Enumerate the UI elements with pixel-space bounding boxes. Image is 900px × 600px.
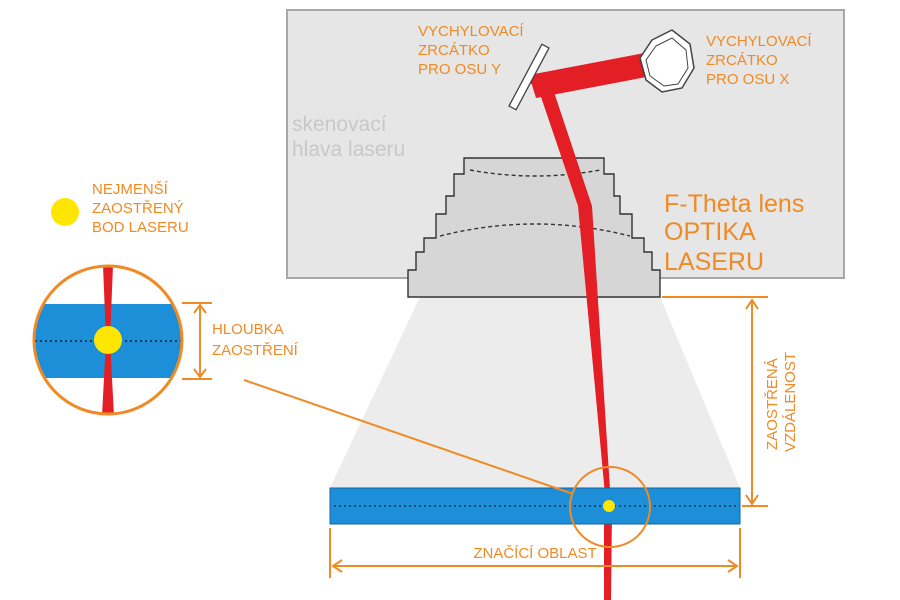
zoom-connector-line: [243, 379, 574, 495]
lens-curve-upper: [469, 169, 601, 177]
focus-magnifier-ring: [569, 466, 651, 548]
label-marking-area: ZNAČÍCÍ OBLAST: [473, 545, 596, 562]
lens-curve-lower: [439, 223, 631, 237]
label-smallest-spot: NEJMENŠÍ ZAOSTŘENÝ BOD LASERU: [92, 181, 189, 236]
mirror-x-inner: [645, 37, 689, 87]
laser-beam-horizontal: [529, 51, 662, 98]
legend-focus-dot: [51, 198, 79, 226]
label-focal-distance: ZAOSTŘENÁ VZDÁLENOST: [764, 352, 799, 452]
depth-of-focus-dimension: [182, 302, 212, 380]
label-depth-of-focus: HLOUBKA ZAOSTŘENÍ: [212, 321, 299, 359]
laser-beam-vertical: [528, 80, 611, 505]
label-mirror-x: VYCHYLOVACÍ ZRCÁTKO PRO OSU X: [706, 33, 816, 88]
f-theta-lens: [407, 157, 661, 298]
focus-point-small: [603, 500, 615, 512]
zoom-detail-ring: [32, 264, 184, 416]
laser-beam-below: [604, 512, 612, 600]
label-scan-head: skenovací hlava laseru: [292, 113, 405, 161]
focus-cone: [330, 297, 740, 488]
focal-distance-dimension: [662, 296, 768, 507]
label-lens: F-Theta lens OPTIKA LASERU: [664, 190, 811, 276]
marking-area-dimension: [329, 528, 741, 578]
label-mirror-y: VYCHYLOVACÍ ZRCÁTKO PRO OSU Y: [418, 23, 528, 78]
zoom-detail: [34, 266, 182, 414]
mirror-y: [508, 43, 550, 111]
